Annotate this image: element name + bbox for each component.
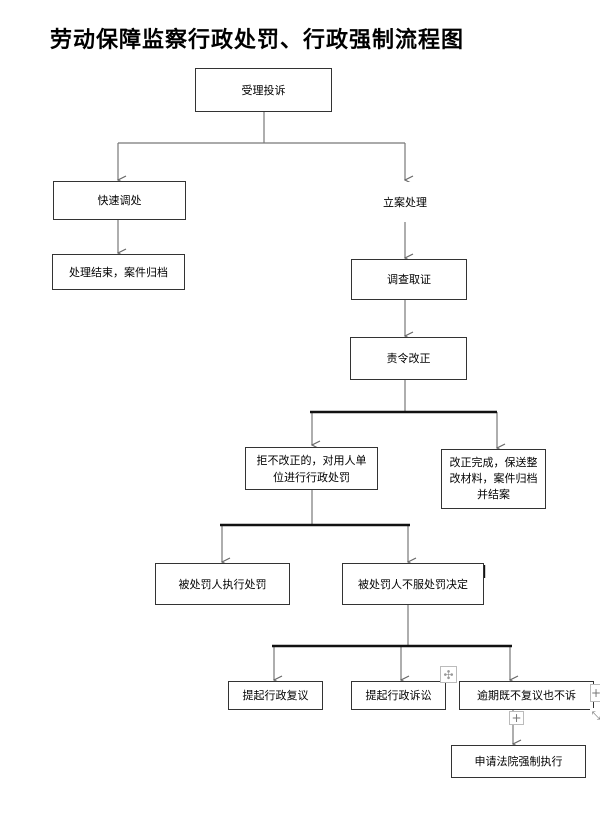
node-order-correction[interactable]: 责令改正 xyxy=(350,337,467,380)
node-overdue[interactable]: 逾期既不复议也不诉 xyxy=(459,681,594,710)
node-corrected-line-2: 改材料，案件归档 xyxy=(449,472,538,485)
node-refuse-penalty[interactable]: 拒不改正的，对用人单 位进行行政处罚 xyxy=(245,447,378,490)
move-handle-icon[interactable]: ✣ xyxy=(440,666,457,683)
node-admin-review[interactable]: 提起行政复议 xyxy=(228,681,323,710)
node-quick-closed[interactable]: 处理结束，案件归档 xyxy=(52,254,185,290)
resize-handle-icon[interactable]: ⤡ xyxy=(590,708,600,724)
node-execute-penalty[interactable]: 被处罚人执行处罚 xyxy=(155,563,290,605)
page-title: 劳动保障监察行政处罚、行政强制流程图 xyxy=(50,28,465,53)
node-file-case[interactable]: 立案处理 xyxy=(350,182,460,222)
node-accept-complaint[interactable]: 受理投诉 xyxy=(195,68,332,112)
node-admin-lawsuit[interactable]: 提起行政诉讼 xyxy=(351,681,446,710)
node-quick-mediation[interactable]: 快速调处 xyxy=(53,181,186,220)
node-refuse-penalty-line-1: 拒不改正的，对用人单 xyxy=(256,453,367,467)
node-investigate[interactable]: 调查取证 xyxy=(351,259,467,300)
node-corrected-closed[interactable]: 改正完成，保送整 改材料，案件归档 并结案 xyxy=(441,449,546,509)
node-corrected-line-3: 并结案 xyxy=(477,488,510,501)
node-refuse-penalty-line-2: 位进行行政处罚 xyxy=(273,470,350,484)
node-court-enforce[interactable]: 申请法院强制执行 xyxy=(451,745,586,778)
node-disagree-decision[interactable]: 被处罚人不服处罚决定 xyxy=(342,563,484,605)
add-right-icon[interactable]: + xyxy=(590,684,600,702)
add-below-icon[interactable]: + xyxy=(509,711,524,725)
node-corrected-line-1: 改正完成，保送整 xyxy=(449,456,538,469)
